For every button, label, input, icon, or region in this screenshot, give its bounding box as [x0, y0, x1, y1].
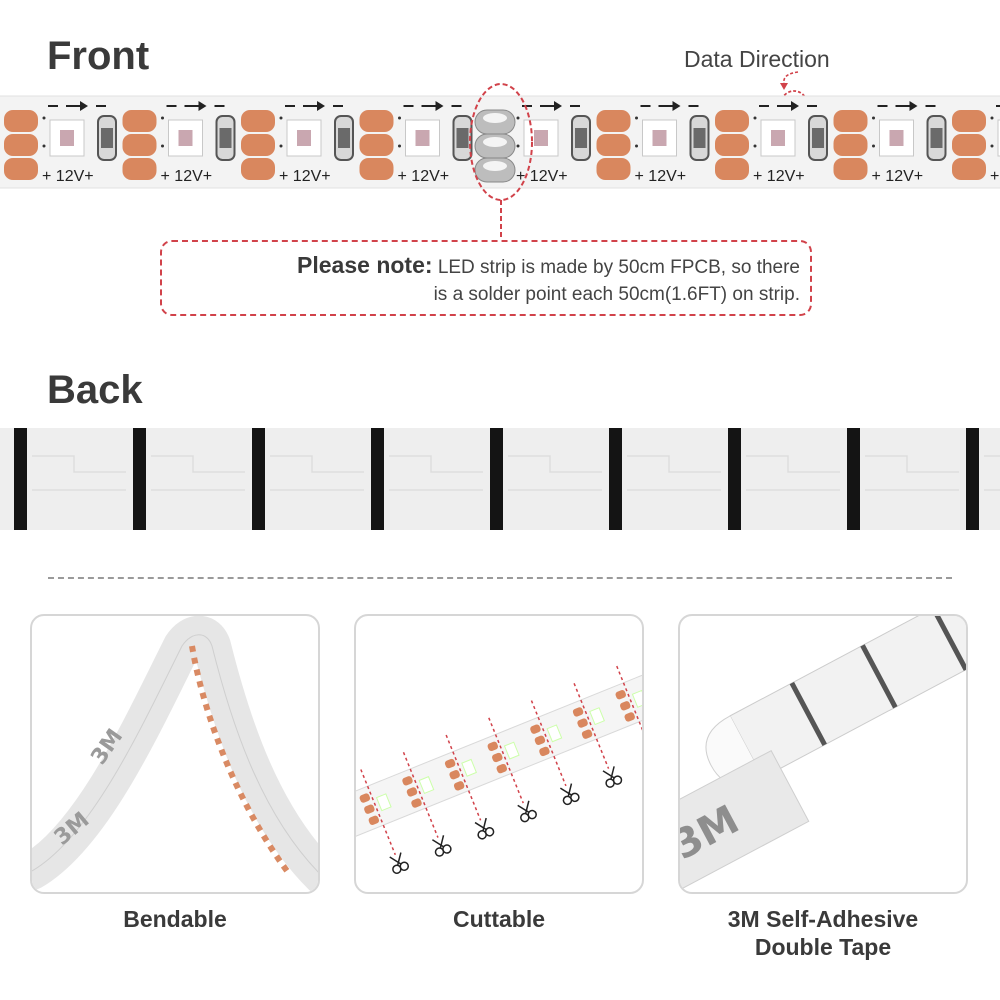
- back-segment: [133, 428, 245, 530]
- back-segment: [14, 428, 126, 530]
- note-line2: is a solder point each 50cm(1.6FT) on st…: [433, 284, 800, 305]
- tape-card: 3M: [678, 614, 968, 894]
- segment-voltage-label: + 12V+: [161, 168, 213, 185]
- front-segment: + 12V+: [4, 101, 117, 185]
- tape-caption-line2: Double Tape: [754, 934, 892, 960]
- back-led-strip: [0, 428, 1000, 530]
- segment-voltage-label: + 12V+: [42, 168, 94, 185]
- scissors-icon: [402, 751, 452, 857]
- bendable-strip-image: 3M 3M: [32, 616, 318, 892]
- back-segment: [252, 428, 364, 530]
- segment-voltage-label: + 12V+: [635, 168, 687, 185]
- note-line1: LED strip is made by 50cm FPCB, so there: [437, 257, 800, 278]
- front-segment: + 12V+: [241, 101, 354, 185]
- back-segment: [609, 428, 721, 530]
- back-segment: [728, 428, 840, 530]
- solder-point-callout: [469, 83, 533, 240]
- scissors-icon: [359, 769, 410, 875]
- cuttable-strip-image: [356, 665, 642, 875]
- bendable-card: 3M 3M: [30, 614, 320, 894]
- front-segment: + 12V+: [833, 101, 947, 185]
- scissors-icon: [572, 683, 623, 788]
- front-segment: + 12V+: [596, 101, 710, 185]
- front-title: Front: [47, 34, 150, 78]
- data-direction-label: Data Direction: [684, 46, 830, 72]
- segment-voltage-label: + 12V+: [872, 168, 924, 185]
- scissors-icon: [444, 734, 495, 840]
- segment-voltage-label: + 12V+: [279, 168, 331, 185]
- front-segment: + 12V+: [715, 101, 828, 185]
- back-segment: [847, 428, 959, 530]
- tape-caption-line1: 3M Self-Adhesive: [727, 906, 919, 932]
- tape-caption: 3M Self-Adhesive Double Tape: [678, 905, 968, 961]
- cuttable-caption: Cuttable: [453, 906, 545, 932]
- please-note-box: Please note: LED strip is made by 50cm F…: [160, 240, 812, 316]
- back-segment: [490, 428, 602, 530]
- tape-strip-image: 3M: [680, 616, 966, 892]
- note-label: Please note:: [297, 252, 433, 278]
- scissors-icon: [530, 700, 580, 806]
- back-title: Back: [47, 368, 143, 412]
- front-segment: + 12V+: [359, 101, 473, 185]
- front-led-strip: + 12V+ + 12V+ + 12V+ + 12V+ + 12V+ + 12V+ + 12…: [0, 95, 1000, 189]
- scissors-icon: [615, 665, 642, 752]
- scissors-icon: [487, 717, 537, 823]
- segment-voltage-label: + 12V+: [990, 168, 1000, 185]
- front-segment: + 12V+: [952, 105, 1000, 185]
- segment-voltage-label: + 12V+: [516, 168, 568, 185]
- cuttable-card: [354, 614, 644, 894]
- segment-voltage-label: + 12V+: [398, 168, 450, 185]
- back-segment: [371, 428, 483, 530]
- front-segment: + 12V+: [122, 101, 236, 185]
- segment-voltage-label: + 12V+: [753, 168, 805, 185]
- section-divider: [48, 577, 952, 579]
- bendable-caption: Bendable: [123, 906, 227, 932]
